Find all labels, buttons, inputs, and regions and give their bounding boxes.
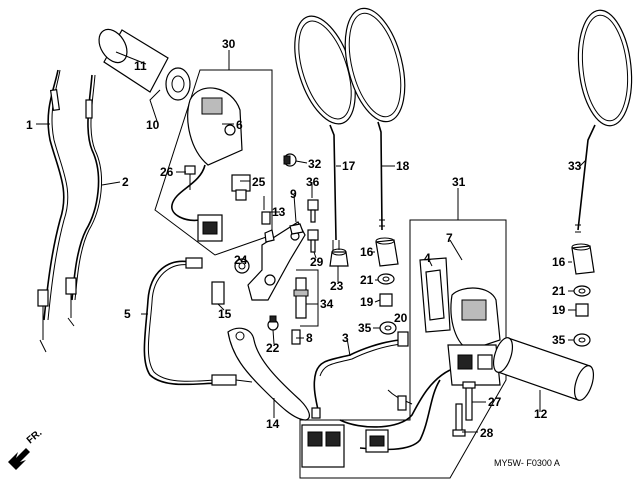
callout-30: 30 (222, 37, 236, 51)
callout-8: 8 (306, 331, 313, 345)
callout-21-right: 21 (552, 284, 566, 298)
clutch-cable-5 (143, 257, 253, 386)
callout-35-left: 35 (358, 321, 372, 335)
callout-12: 12 (534, 407, 548, 421)
callout-25: 25 (252, 175, 266, 189)
throttle-cable-1 (37, 69, 69, 353)
left-switch-box (299, 219, 507, 479)
left-mirror-17 (294, 15, 356, 250)
callout-9: 9 (290, 187, 297, 201)
bar-end-right (571, 243, 595, 347)
callout-6: 6 (236, 118, 243, 132)
callout-20: 20 (394, 311, 408, 325)
callout-31: 31 (452, 175, 466, 189)
callout-33: 33 (568, 159, 582, 173)
throttle-grip (98, 28, 191, 101)
clutch-lever-bracket (211, 211, 306, 305)
front-direction-label: FR. (25, 427, 45, 446)
callout-23: 23 (330, 279, 344, 293)
bar-end-left (375, 237, 399, 335)
leader-lines (36, 50, 587, 433)
callout-2: 2 (122, 175, 129, 189)
switch-harness-3 (311, 331, 409, 419)
callout-21-left: 21 (360, 273, 374, 287)
callout-16-right: 16 (552, 255, 566, 269)
callout-28: 28 (480, 426, 494, 440)
callout-3: 3 (342, 331, 349, 345)
callout-11: 11 (134, 59, 147, 73)
leader-box-34 (296, 269, 319, 327)
callout-4: 4 (424, 251, 431, 265)
callout-7: 7 (446, 231, 453, 245)
callout-14: 14 (266, 417, 280, 431)
left-grip-12 (492, 337, 595, 401)
callout-1: 1 (26, 118, 33, 132)
callout-22: 22 (266, 341, 280, 355)
callout-13: 13 (272, 205, 286, 219)
callout-36: 36 (306, 175, 320, 189)
left-mirror-18 (344, 7, 406, 231)
callout-15: 15 (218, 307, 232, 321)
callout-18: 18 (396, 159, 410, 173)
callout-17: 17 (342, 159, 356, 173)
callout-19-left: 19 (360, 295, 374, 309)
callout-24: 24 (234, 253, 248, 267)
callout-27: 27 (488, 395, 502, 409)
figure-code: MY5W- F0300 A (494, 458, 560, 468)
callout-16-left: 16 (360, 245, 374, 259)
callout-29: 29 (310, 255, 324, 269)
callout-10: 10 (146, 118, 160, 132)
right-mirror-33 (575, 9, 633, 233)
screws-27-28 (452, 381, 476, 437)
clutch-lever-14 (227, 327, 310, 421)
callout-35-right: 35 (552, 333, 566, 347)
callout-34: 34 (320, 297, 334, 311)
throttle-cable-2 (65, 74, 103, 327)
callout-labels: 1 2 3 4 5 6 7 8 9 10 11 12 13 14 15 16 1… (26, 37, 582, 440)
callout-26: 26 (160, 165, 174, 179)
callout-32: 32 (308, 157, 322, 171)
callout-5: 5 (124, 307, 131, 321)
small-fasteners (267, 153, 349, 345)
front-direction-arrow-icon: FR. (8, 427, 44, 470)
right-switch-box (154, 69, 273, 256)
callout-19-right: 19 (552, 303, 566, 317)
